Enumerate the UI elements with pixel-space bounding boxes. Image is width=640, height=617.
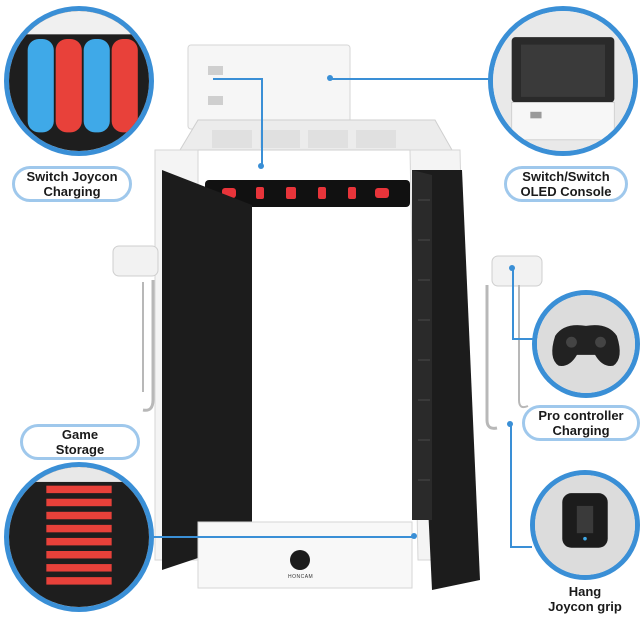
connector-grip-h [510, 546, 532, 548]
label-console: Switch/Switch OLED Console [504, 166, 628, 202]
label-joycon-charging: Switch Joycon Charging [12, 166, 132, 202]
connector-grip [510, 424, 512, 548]
joycon-icon [9, 11, 149, 151]
game-storage-circle [4, 462, 154, 612]
pro-controller-circle [532, 290, 640, 398]
joycon-charging-circle [4, 6, 154, 156]
connector-storage [96, 536, 414, 538]
connector-pro-h [512, 338, 536, 340]
connector-pro [512, 268, 514, 338]
connector-dot [411, 533, 417, 539]
connector-dot [327, 75, 333, 81]
console-icon [493, 11, 633, 151]
connector-console [330, 78, 490, 80]
joycon-grip-circle [530, 470, 640, 580]
connector-dot [507, 421, 513, 427]
label-game-storage: Game Storage [20, 424, 140, 460]
brand-logo-text: HONCAM [288, 574, 314, 580]
gamepad-icon [537, 295, 635, 393]
connector-dot [509, 265, 515, 271]
label-hang-grip: Hang Joycon grip [548, 584, 622, 614]
connector-joycon [213, 78, 263, 80]
label-pro-controller: Pro controller Charging [522, 405, 640, 441]
game-cases-icon [9, 467, 149, 607]
console-circle [488, 6, 638, 156]
grip-icon [535, 475, 635, 575]
connector-dot [258, 163, 264, 169]
connector-joycon-v [261, 78, 263, 166]
